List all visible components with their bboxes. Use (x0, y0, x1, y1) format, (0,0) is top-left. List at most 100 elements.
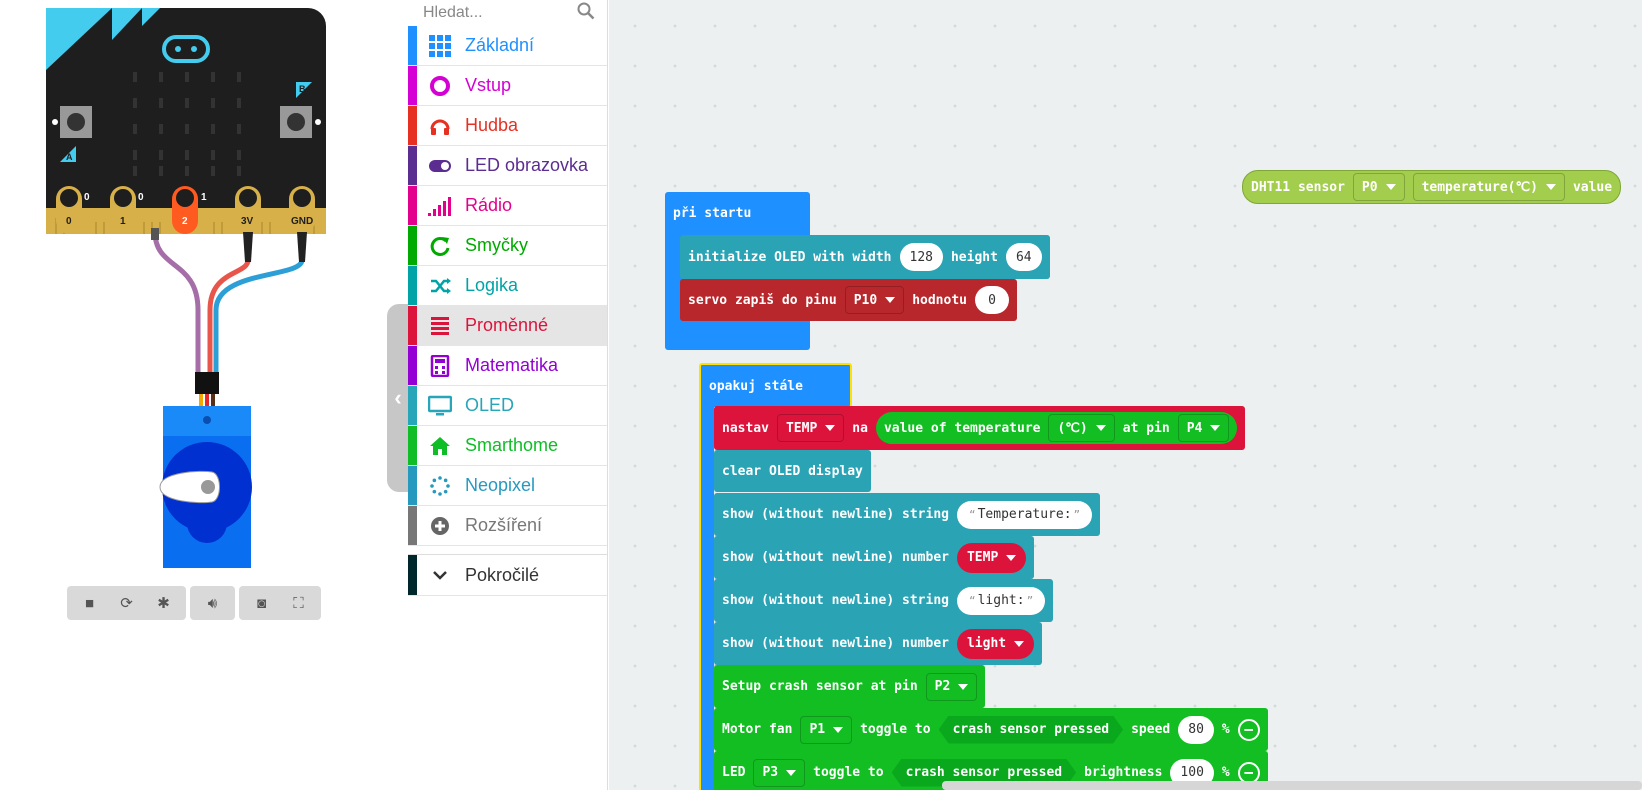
servo-value-input[interactable]: 0 (975, 286, 1009, 314)
light-variable-dropdown[interactable]: light (967, 630, 1024, 658)
toolbox-category-5[interactable]: Smyčky (408, 226, 607, 266)
show-number-block-1[interactable]: show (without newline) number TEMP (714, 536, 1035, 579)
light-variable-reporter[interactable]: light (956, 628, 1035, 659)
show-string-input-2[interactable]: light: (956, 586, 1046, 615)
calculator-icon (428, 354, 452, 378)
pin-0[interactable] (56, 186, 82, 234)
dht11-mode-dropdown[interactable]: temperature(℃) (1412, 173, 1565, 201)
pin-label-1: 1 (120, 216, 126, 227)
oled-init-block[interactable]: initialize OLED with width 128 height 64 (680, 235, 1050, 279)
oled-width-input[interactable]: 128 (899, 243, 943, 271)
toolbox-category-label: Matematika (465, 355, 559, 375)
restart-icon[interactable]: ⟳ (120, 595, 133, 612)
toolbox-category-label: Rozšíření (465, 515, 543, 535)
search-input[interactable]: Hledat... (423, 4, 483, 21)
set-variable-dropdown[interactable]: TEMP (776, 414, 845, 442)
button-a[interactable] (60, 106, 92, 138)
crash-pin-dropdown[interactable]: P2 (925, 672, 978, 701)
toolbox-category-0[interactable]: Základní (408, 26, 607, 66)
toolbox-category-10[interactable]: Smarthome (408, 426, 607, 466)
set-variable-block[interactable]: nastav TEMP na value of temperature (℃) … (714, 406, 1246, 450)
toolbox-category-7[interactable]: Proměnné (408, 306, 607, 346)
dht11-pin-dropdown[interactable]: P0 (1352, 173, 1405, 201)
toolbox-category-4[interactable]: Rádio (408, 186, 607, 226)
motor-crash-pressed-block[interactable]: crash sensor pressed (939, 716, 1124, 744)
stop-icon[interactable]: ■ (84, 594, 95, 612)
debug-icon[interactable]: ✱ (157, 595, 170, 612)
toolbox-category-label: Rádio (465, 195, 513, 215)
pin-label-2: 2 (182, 216, 188, 227)
circle-icon (428, 74, 452, 98)
button-b[interactable] (280, 106, 312, 138)
category-stripe (408, 26, 417, 65)
toolbox-category-3[interactable]: LED obrazovka (408, 146, 607, 186)
show-number-text-1: show (without newline) number (722, 550, 949, 565)
dht11-text: DHT11 sensor (1251, 179, 1345, 195)
search-icon[interactable] (577, 2, 595, 20)
forever-block-spine (699, 405, 714, 790)
category-stripe (408, 146, 417, 185)
servo-motor[interactable] (159, 406, 252, 568)
led-brightness-text: brightness (1084, 765, 1163, 780)
category-stripe (408, 426, 417, 465)
pin-value-0: 0 (84, 192, 90, 203)
motor-minus-icon[interactable]: − (1237, 718, 1260, 741)
screenshot-icon[interactable]: ◙ (256, 594, 267, 612)
toolbox-category-2[interactable]: Hudba (408, 106, 607, 146)
toolbox-category-12[interactable]: Rozšíření (408, 506, 607, 546)
toolbox-advanced[interactable]: Pokročilé (408, 554, 607, 596)
led-toggle-text: toggle to (813, 765, 884, 780)
collapse-simulator-button[interactable]: ‹ (387, 304, 409, 492)
servo-pin-dropdown[interactable]: P10 (844, 286, 905, 314)
toolbox-category-6[interactable]: Logika (408, 266, 607, 306)
show-string-block-2[interactable]: show (without newline) string light: (714, 579, 1054, 622)
workspace-horizontal-scrollbar[interactable] (942, 781, 1642, 790)
category-stripe (408, 266, 417, 305)
button-a-label: A (66, 152, 73, 162)
temperature-value-block[interactable]: value of temperature (℃) at pin P4 (875, 412, 1238, 444)
led-pin-dropdown[interactable]: P3 (753, 758, 806, 787)
sound-icon[interactable]: 🔊︎ (207, 594, 218, 612)
toolbox-category-label: Neopixel (465, 475, 536, 495)
show-string-block-1[interactable]: show (without newline) string Temperatur… (714, 493, 1101, 536)
forever-block[interactable]: opakuj stále (699, 363, 852, 407)
temp-unit-dropdown[interactable]: (℃) (1048, 414, 1115, 442)
temp-pin-dropdown[interactable]: P4 (1177, 414, 1230, 442)
pin-value-2: 1 (201, 192, 207, 203)
oled-height-input[interactable]: 64 (1005, 243, 1042, 271)
toolbox-category-9[interactable]: OLED (408, 386, 607, 426)
pin-1[interactable] (110, 186, 136, 234)
clear-oled-block[interactable]: clear OLED display (714, 450, 871, 492)
setup-crash-sensor-block[interactable]: Setup crash sensor at pin P2 (714, 665, 986, 708)
toolbox-category-label: OLED (465, 395, 515, 415)
motor-fan-block[interactable]: Motor fan P1 toggle to crash sensor pres… (714, 708, 1268, 751)
motor-speed-text: speed (1131, 722, 1171, 737)
motor-speed-input[interactable]: 80 (1178, 715, 1214, 744)
toolbox-category-label: Proměnné (465, 315, 549, 335)
show-string-input-1[interactable]: Temperature: (956, 500, 1093, 529)
crash-setup-text: Setup crash sensor at pin (722, 679, 918, 694)
toolbox-category-11[interactable]: Neopixel (408, 466, 607, 506)
pin-3v[interactable] (235, 186, 261, 234)
dht11-sensor-block[interactable]: DHT11 sensor P0 temperature(℃) value (1242, 170, 1622, 204)
fullscreen-icon[interactable]: ⛶ (293, 594, 304, 612)
show-string-text-2: show (without newline) string (722, 593, 949, 608)
toolbox-category-1[interactable]: Vstup (408, 66, 607, 106)
toolbox-category-8[interactable]: Matematika (408, 346, 607, 386)
button-b-label: B (299, 84, 306, 94)
motor-pin-dropdown[interactable]: P1 (800, 715, 853, 744)
show-number-block-2[interactable]: show (without newline) number light (714, 622, 1043, 665)
pin-gnd[interactable] (289, 186, 315, 234)
microbit-simulator[interactable]: A B 0 1 2 3V GND 0 0 1 (0, 0, 408, 580)
category-stripe (408, 306, 417, 345)
pin-2[interactable] (172, 186, 198, 234)
toolbox-search[interactable]: Hledat... (408, 0, 607, 26)
clear-oled-text: clear OLED display (722, 463, 863, 479)
servo-write-block[interactable]: servo zapiš do pinu P10 hodnotu 0 (680, 279, 1017, 321)
servo-text: servo zapiš do pinu (688, 292, 837, 308)
grid-icon (428, 34, 452, 58)
temp-variable-reporter[interactable]: TEMP (956, 542, 1027, 573)
blocks-workspace[interactable]: DHT11 sensor P0 temperature(℃) value při… (609, 0, 1642, 790)
refresh-icon (428, 234, 452, 258)
temp-variable-dropdown[interactable]: TEMP (967, 544, 1016, 572)
